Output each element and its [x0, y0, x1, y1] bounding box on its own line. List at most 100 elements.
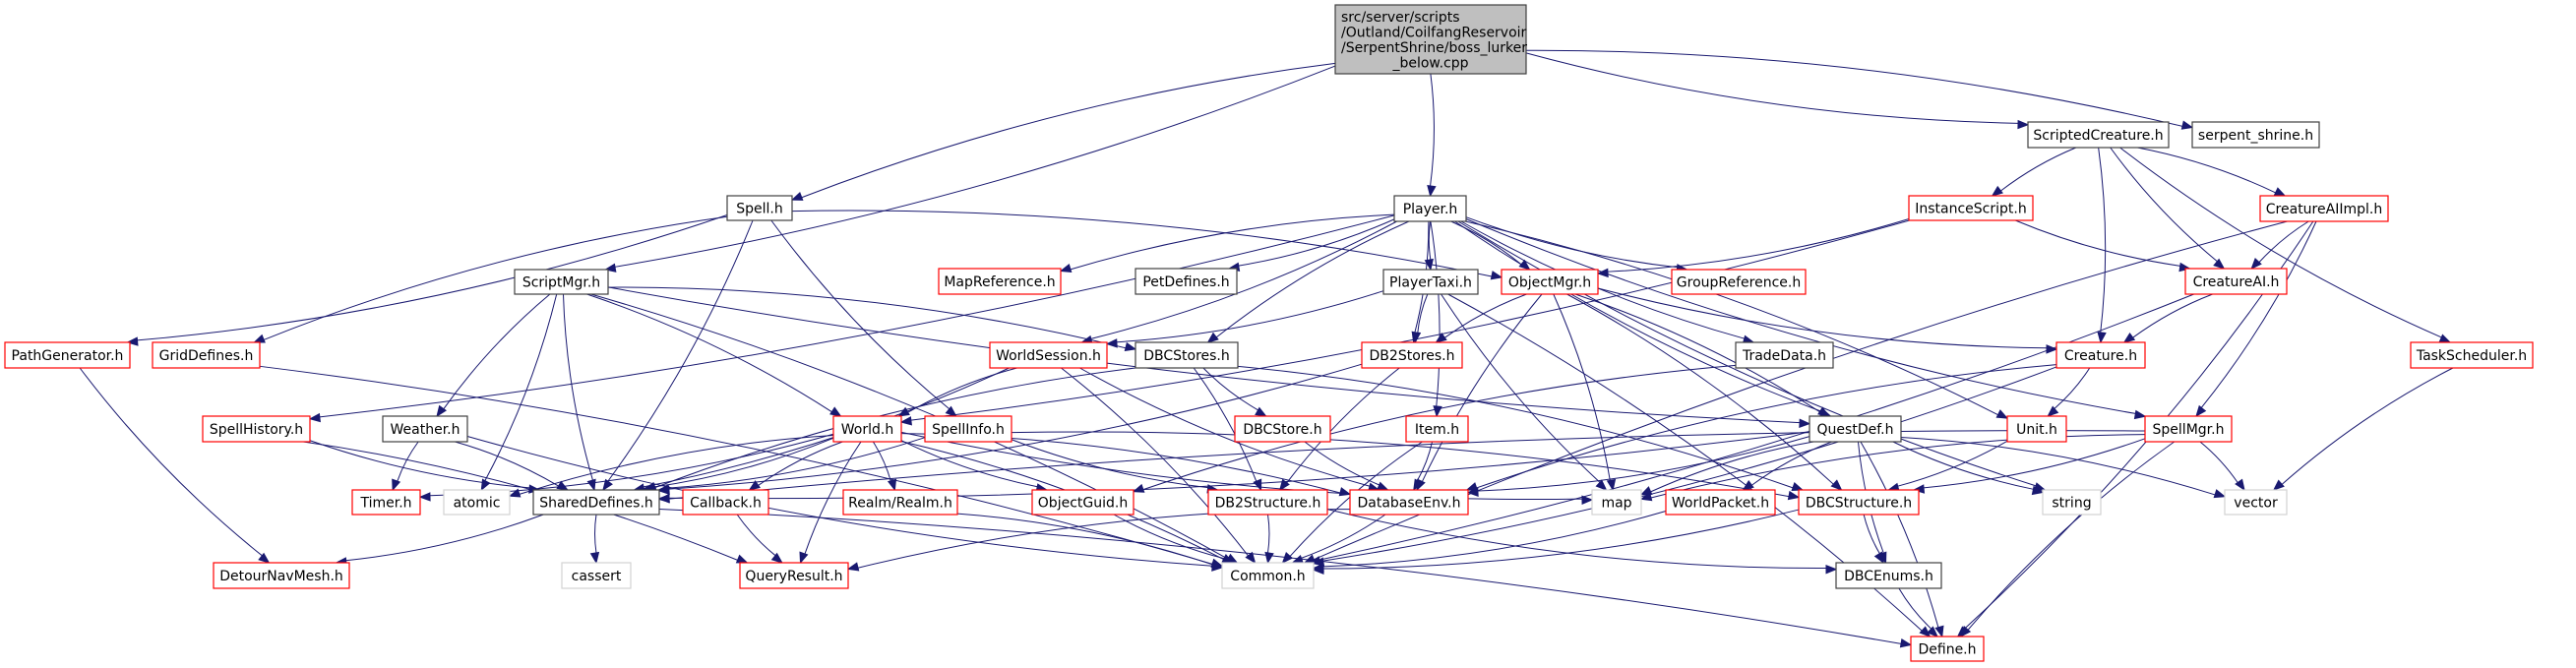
node-DB2Stores[interactable]: DB2Stores.h: [1361, 341, 1463, 369]
node-SpellHistory[interactable]: SpellHistory.h: [202, 415, 311, 443]
node-box: [351, 489, 421, 516]
edge-ScriptedCreature-to-CreatureAI: [2110, 147, 2226, 270]
node-label: ScriptedCreature.h: [2033, 128, 2163, 144]
arrowhead-icon: [1376, 481, 1389, 491]
node-Unit[interactable]: Unit.h: [2006, 415, 2067, 443]
edge-Spell-to-ObjectMgr: [791, 210, 1503, 280]
node-DBCStructure[interactable]: DBCStructure.h: [1798, 489, 1920, 516]
node-box: [1382, 269, 1479, 295]
node-box: [1501, 269, 1599, 295]
edge-ScriptedCreature-to-CreatureAIImpl: [2137, 147, 2287, 197]
node-SharedDefines[interactable]: SharedDefines.h: [532, 489, 660, 516]
node-box: [2144, 415, 2233, 443]
arrowhead-icon: [2180, 120, 2194, 130]
node-box: [1334, 4, 1527, 75]
node-box: [1207, 489, 1328, 516]
edge-ScriptMgr-to-QuestDef: [607, 286, 1811, 428]
node-root[interactable]: src/server/scripts/Outland/CoilfangReser…: [1334, 4, 1527, 75]
node-serpent_shrine[interactable]: serpent_shrine.h: [2191, 121, 2320, 149]
node-WorldSession[interactable]: WorldSession.h: [989, 341, 1108, 369]
edge-Player-to-SpellMgr: [1465, 218, 2147, 420]
node-PlayerTaxi[interactable]: PlayerTaxi.h: [1382, 269, 1479, 295]
edge-line: [650, 437, 834, 488]
node-Spell[interactable]: Spell.h: [726, 195, 793, 221]
node-DatabaseEnv[interactable]: DatabaseEnv.h: [1349, 489, 1469, 516]
arrowhead-icon: [887, 478, 897, 492]
node-DBCStores[interactable]: DBCStores.h: [1135, 341, 1239, 369]
node-DB2Structure[interactable]: DB2Structure.h: [1207, 489, 1328, 516]
arrowhead-icon: [556, 480, 569, 491]
node-CreatureAIImpl[interactable]: CreatureAIImpl.h: [2259, 195, 2389, 222]
node-label: MapReference.h: [944, 274, 1055, 290]
node-QueryResult[interactable]: QueryResult.h: [739, 562, 849, 589]
node-TradeData[interactable]: TradeData.h: [1735, 341, 1834, 369]
node-box: [1835, 562, 1942, 589]
edge-line: [1607, 218, 1910, 273]
arrowhead-icon: [1518, 259, 1531, 271]
node-GridDefines[interactable]: GridDefines.h: [152, 341, 261, 369]
node-InstanceScript[interactable]: InstanceScript.h: [1908, 195, 2034, 221]
node-Creature[interactable]: Creature.h: [2055, 341, 2146, 369]
node-Item[interactable]: Item.h: [1405, 415, 1469, 443]
node-Player[interactable]: Player.h: [1393, 195, 1467, 222]
edge-line: [1597, 287, 2048, 349]
node-MapReference[interactable]: MapReference.h: [938, 268, 1062, 295]
node-CreatureAI[interactable]: CreatureAI.h: [2184, 268, 2288, 295]
arrowhead-icon: [1606, 478, 1617, 492]
edge-World-to-atomic: [508, 434, 834, 498]
arrowhead-icon: [735, 554, 749, 564]
arrowhead-icon: [1490, 271, 1503, 280]
node-DBCStore[interactable]: DBCStore.h: [1234, 415, 1331, 443]
node-box: [213, 562, 350, 589]
node-ObjectGuid[interactable]: ObjectGuid.h: [1031, 489, 1135, 516]
node-World[interactable]: World.h: [832, 415, 902, 443]
node-SpellInfo[interactable]: SpellInfo.h: [924, 415, 1012, 443]
node-label: src/server/scripts: [1341, 10, 1460, 26]
node-ScriptMgr[interactable]: ScriptMgr.h: [514, 269, 609, 295]
edge-line: [1267, 514, 1270, 554]
node-Define[interactable]: Define.h: [1910, 636, 1985, 662]
node-PetDefines[interactable]: PetDefines.h: [1135, 268, 1238, 295]
node-GroupReference[interactable]: GroupReference.h: [1671, 269, 1807, 295]
arrowhead-icon: [657, 484, 670, 494]
arrowhead-icon: [586, 478, 596, 492]
node-Weather[interactable]: Weather.h: [382, 415, 468, 443]
node-box: [202, 415, 311, 443]
edge-line: [804, 441, 862, 555]
node-PathGenerator[interactable]: PathGenerator.h: [4, 341, 131, 369]
node-box: [1809, 415, 1902, 443]
node-ScriptedCreature[interactable]: ScriptedCreature.h: [2027, 121, 2170, 149]
edge-ObjectMgr-to-DBCStructure: [1566, 293, 1843, 491]
node-label: Timer.h: [359, 496, 411, 512]
edge-Creature-to-Unit: [2047, 367, 2091, 417]
edge-Player-to-SpellHistory: [308, 214, 1395, 423]
node-TaskScheduler[interactable]: TaskScheduler.h: [2410, 341, 2534, 369]
node-label: vector: [2234, 496, 2278, 512]
edge-line: [1286, 367, 1400, 484]
node-Callback[interactable]: Callback.h: [682, 489, 769, 516]
arrowhead-icon: [1830, 479, 1843, 491]
edge-line: [1079, 367, 1371, 487]
edge-root-to-Spell: [790, 62, 1336, 201]
arrowhead-icon: [1934, 625, 1944, 638]
edge-line: [643, 367, 1010, 488]
node-ObjectMgr[interactable]: ObjectMgr.h: [1501, 269, 1599, 295]
node-box: [152, 341, 261, 369]
node-WorldPacket[interactable]: WorldPacket.h: [1665, 489, 1776, 516]
edge-line: [900, 431, 1583, 501]
edge-line: [1476, 364, 2057, 489]
node-Timer[interactable]: Timer.h: [351, 489, 421, 516]
node-box: [532, 489, 660, 516]
edge-line: [770, 219, 951, 410]
node-DetourNavMesh[interactable]: DetourNavMesh.h: [213, 562, 350, 589]
edge-line: [259, 365, 1213, 565]
edge-line: [1237, 365, 1794, 489]
node-Realm[interactable]: Realm/Realm.h: [842, 489, 958, 516]
edge-line: [519, 434, 834, 495]
edge-line: [1430, 73, 1435, 187]
arrowhead-icon: [1595, 479, 1608, 491]
node-label: _below.cpp: [1391, 55, 1468, 71]
node-DBCEnums[interactable]: DBCEnums.h: [1835, 562, 1942, 589]
node-SpellMgr[interactable]: SpellMgr.h: [2144, 415, 2233, 443]
node-QuestDef[interactable]: QuestDef.h: [1809, 415, 1902, 443]
